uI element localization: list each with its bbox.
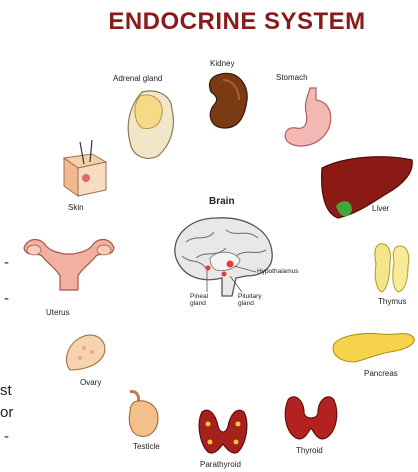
testicle-illustration [124, 388, 164, 440]
cropped-text-fragment: - [4, 428, 9, 445]
pineal-gland-label: Pineal gland [190, 293, 220, 307]
parathyroid-label: Parathyroid [200, 460, 241, 469]
thyroid-illustration [282, 390, 340, 444]
testicle-label: Testicle [133, 442, 160, 451]
parathyroid-illustration [196, 404, 250, 458]
ovary-illustration [60, 330, 110, 376]
cropped-text-fragment: st [0, 382, 12, 399]
hypothalamus-label: Hypothalamus [257, 268, 299, 275]
pituitary-gland-label: Pituitary gland [238, 293, 270, 307]
cropped-text-fragment: - [4, 254, 9, 271]
pancreas-illustration [330, 326, 416, 366]
cropped-text-fragment: - [4, 290, 9, 307]
ovary-label: Ovary [80, 378, 101, 387]
pancreas-label: Pancreas [364, 369, 398, 378]
thyroid-label: Thyroid [296, 446, 323, 455]
cropped-text-fragment: or [0, 404, 13, 421]
